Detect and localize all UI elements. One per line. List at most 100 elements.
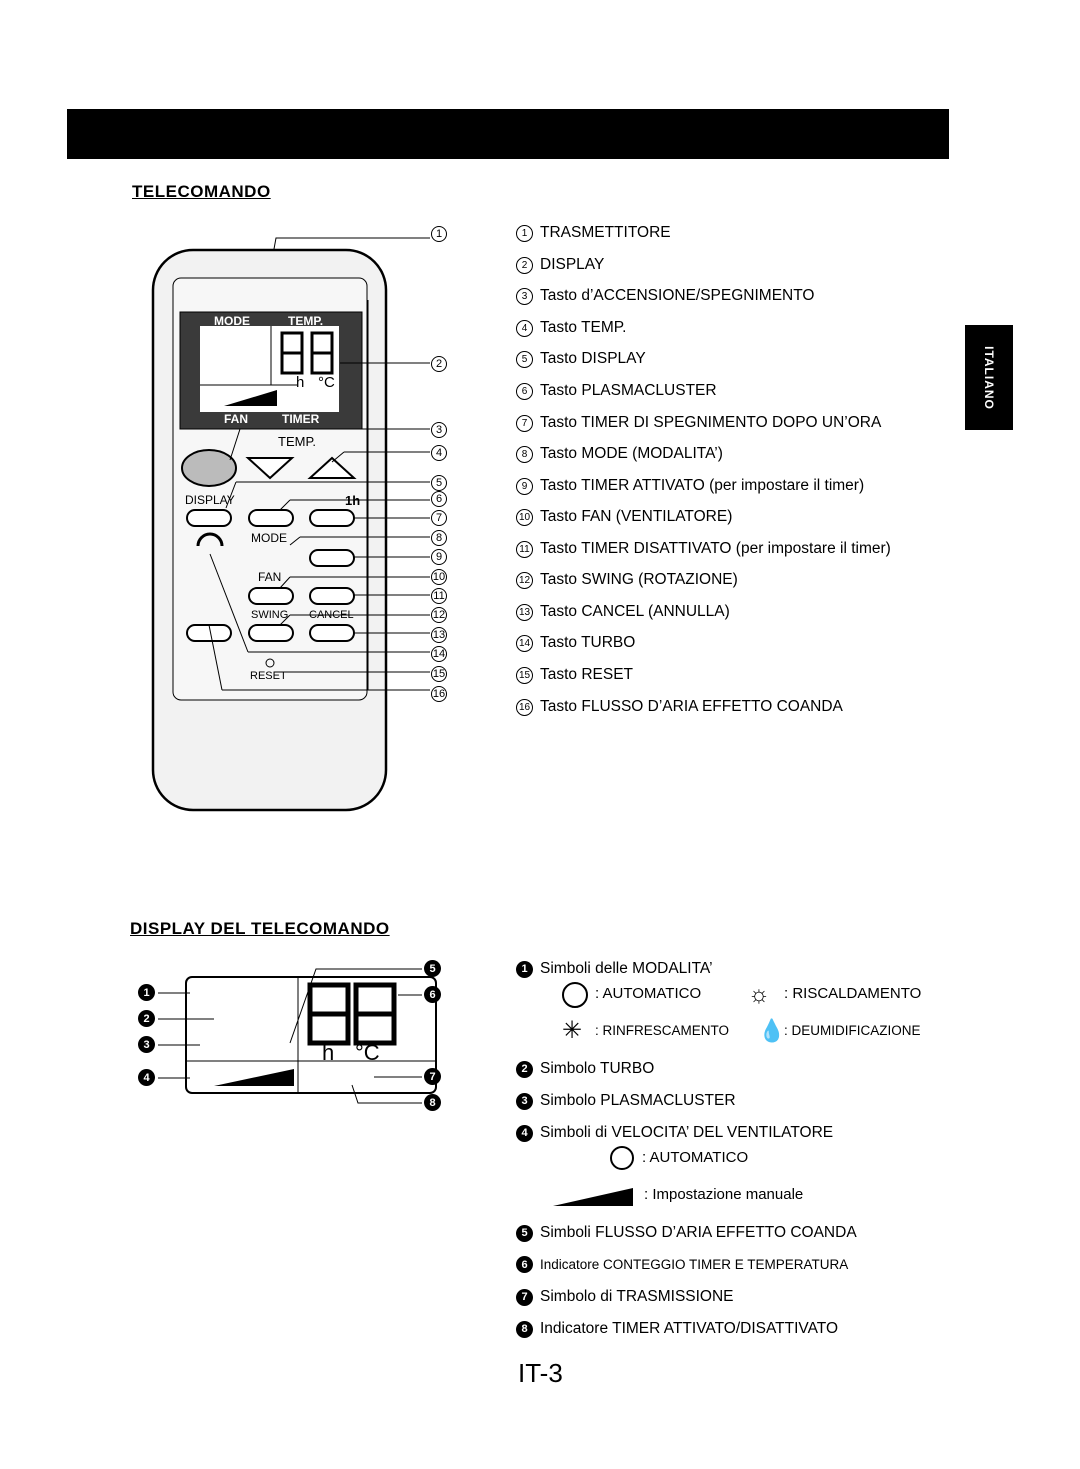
remote-callout: 7 (431, 510, 447, 526)
item-number: 6 (516, 1256, 533, 1273)
remote-callout: 3 (431, 422, 447, 438)
display-celsius-label: °C (355, 1040, 380, 1065)
item-label: Simboli di VELOCITA’ DEL VENTILATORE (540, 1124, 834, 1141)
item-label: Simbolo TURBO (540, 1060, 655, 1077)
remote-callout: 4 (431, 445, 447, 461)
item-label: Tasto MODE (MODALITA’) (540, 445, 723, 462)
display-illustration (158, 968, 437, 1104)
remote-callout: 5 (431, 475, 447, 491)
item-number: 10 (516, 508, 533, 526)
item-number: 8 (516, 1320, 533, 1338)
display-button-label: DISPLAY (185, 493, 235, 507)
remote-callout: 2 (431, 356, 447, 372)
item-label: Tasto TIMER ATTIVATO (per impostare il t… (540, 477, 865, 494)
remote-callout: 13 (431, 627, 447, 643)
lcd-celsius-label: °C (318, 374, 335, 391)
remote-callout: 6 (431, 491, 447, 507)
reset-button-label: RESET (250, 670, 287, 682)
remote-callout: 16 (431, 686, 447, 702)
item-label: Tasto FLUSSO D’ARIA EFFETTO COANDA (540, 698, 843, 715)
remote-callout: 8 (431, 530, 447, 546)
fan-auto-icon (610, 1146, 634, 1170)
item-label: Tasto TURBO (540, 634, 636, 651)
remote-list-item: 16 Tasto FLUSSO D’ARIA EFFETTO COANDA (516, 698, 843, 716)
item-label: Tasto TIMER DI SPEGNIMENTO DOPO UN’ORA (540, 414, 882, 431)
one-hour-label: 1h (345, 493, 361, 508)
item-label: Simboli delle MODALITA’ (540, 960, 713, 977)
heat-mode-icon: ☼ (748, 981, 770, 1008)
display-list-item: 1 Simboli delle MODALITA’ (516, 960, 713, 978)
remote-callout: 9 (431, 549, 447, 565)
display-list-item: 8 Indicatore TIMER ATTIVATO/DISATTIVATO (516, 1320, 838, 1338)
item-label: Tasto DISPLAY (540, 350, 646, 367)
item-number: 4 (516, 319, 533, 337)
item-number: 1 (516, 224, 533, 242)
item-label: TRASMETTITORE (540, 224, 671, 241)
display-h-label: h (322, 1040, 335, 1065)
mode-button-label: MODE (251, 531, 287, 545)
item-number: 6 (516, 382, 533, 400)
display-callout: 6 (424, 986, 441, 1003)
section-title-remote: TELECOMANDO (132, 182, 271, 201)
lcd-mode-label: MODE (214, 314, 250, 328)
item-number: 11 (516, 540, 533, 558)
item-number: 5 (516, 1224, 533, 1242)
lcd-fan-label: FAN (224, 412, 248, 426)
language-tab: ITALIANO (965, 325, 1013, 430)
display-list-item: 2 Simbolo TURBO (516, 1060, 654, 1078)
remote-list-item: 15 Tasto RESET (516, 666, 633, 684)
cancel-button-label: CANCEL (309, 609, 354, 621)
remote-list-item: 6 Tasto PLASMACLUSTER (516, 382, 717, 400)
header-bar (67, 109, 949, 159)
item-number: 4 (516, 1124, 533, 1142)
item-label: Indicatore CONTEGGIO TIMER E TEMPERATURA (540, 1257, 849, 1272)
item-label: Indicatore TIMER ATTIVATO/DISATTIVATO (540, 1320, 839, 1337)
legend-heat: : RISCALDAMENTO (784, 985, 922, 1002)
display-callout: 3 (138, 1036, 155, 1053)
display-list-item: 6 Indicatore CONTEGGIO TIMER E TEMPERATUR… (516, 1256, 848, 1273)
item-number: 9 (516, 477, 533, 495)
swing-button-label: SWING (251, 609, 289, 621)
item-number: 3 (516, 287, 533, 305)
item-number: 7 (516, 1288, 533, 1306)
remote-list-item: 1 TRASMETTITORE (516, 224, 671, 242)
item-label: Tasto SWING (ROTAZIONE) (540, 571, 738, 588)
display-list-item: 5 Simboli FLUSSO D’ARIA EFFETTO COANDA (516, 1224, 857, 1242)
temp-button-label: TEMP. (278, 434, 317, 449)
display-list-item: 4 Simboli di VELOCITA’ DEL VENTILATORE (516, 1124, 833, 1142)
remote-callout: 12 (431, 607, 447, 623)
fan-button-label: FAN (258, 570, 282, 584)
remote-callout: 15 (431, 666, 447, 682)
item-label: Tasto PLASMACLUSTER (540, 382, 717, 399)
item-number: 2 (516, 1060, 533, 1078)
remote-callout: 11 (431, 588, 447, 604)
item-label: Simbolo di TRASMISSIONE (540, 1288, 734, 1305)
item-number: 16 (516, 698, 533, 716)
item-number: 13 (516, 603, 533, 621)
item-number: 1 (516, 960, 533, 978)
item-number: 2 (516, 256, 533, 274)
display-callout: 8 (424, 1094, 441, 1111)
remote-list-item: 11 Tasto TIMER DISATTIVATO (per impostare… (516, 540, 891, 558)
language-tab-label: ITALIANO (982, 345, 996, 410)
item-label: Simbolo PLASMACLUSTER (540, 1092, 736, 1109)
item-label: Tasto RESET (540, 666, 634, 683)
dry-mode-icon: 💧 (758, 1018, 786, 1043)
item-label: Simboli FLUSSO D’ARIA EFFETTO COANDA (540, 1224, 857, 1241)
auto-mode-icon (562, 982, 588, 1008)
item-label: Tasto FAN (VENTILATORE) (540, 508, 733, 525)
display-callout: 1 (138, 984, 155, 1001)
legend-fan-manual: : Impostazione manuale (644, 1186, 804, 1203)
item-number: 15 (516, 666, 533, 684)
lcd-h-label: h (296, 374, 305, 391)
item-label: Tasto TIMER DISATTIVATO (per impostare i… (540, 540, 891, 557)
page-number: IT-3 (518, 1358, 563, 1388)
